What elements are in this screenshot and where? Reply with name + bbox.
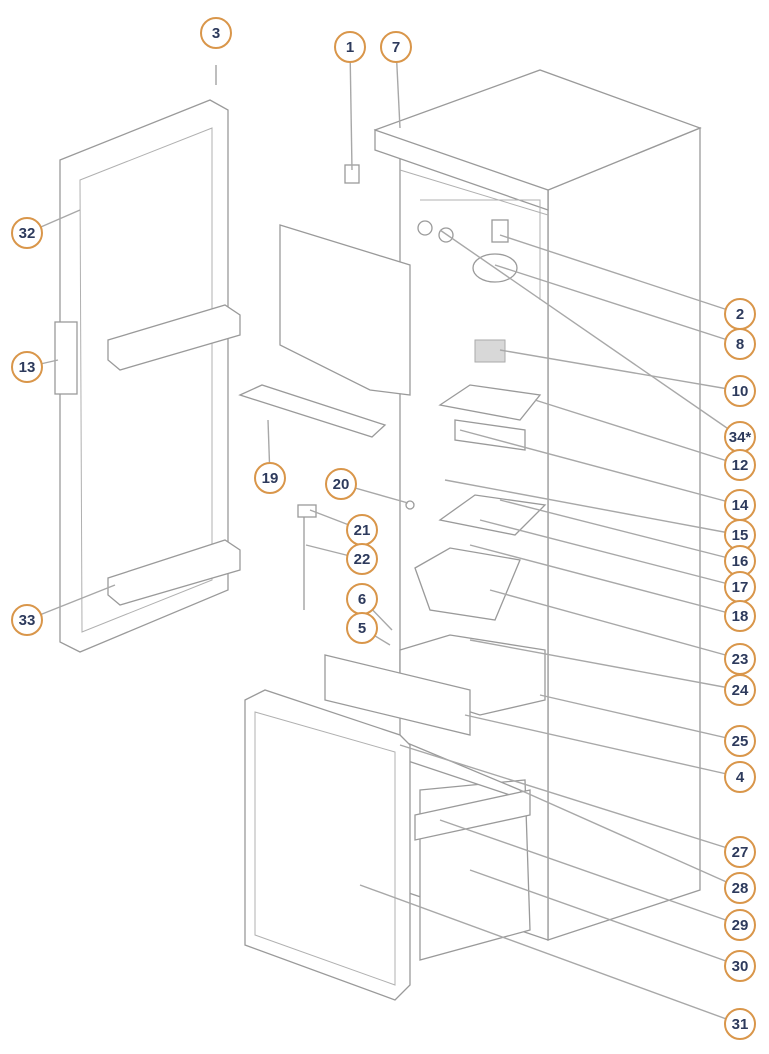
leader-line [489,589,741,660]
leader-line [469,544,741,617]
door [54,65,241,653]
leader-line [349,46,353,171]
leader-line [469,869,741,967]
part-callout-5: 5 [346,612,378,644]
part-callout-34-star: 34* [724,421,756,453]
small-parts [297,164,415,610]
part-callout-14: 14 [724,489,756,521]
part-callout-19: 19 [254,462,286,494]
leader-line [494,264,741,345]
leader-line [439,819,741,926]
part-callout-20: 20 [325,468,357,500]
leader-line [534,399,741,466]
part-callout-25: 25 [724,725,756,757]
leader-line [469,639,741,691]
leader-line [459,429,741,506]
part-callout-10: 10 [724,375,756,407]
part-callout-27: 27 [724,836,756,868]
part-callout-3: 3 [200,17,232,49]
part-callout-12: 12 [724,449,756,481]
leader-line [539,694,741,742]
part-callout-30: 30 [724,950,756,982]
part-callout-17: 17 [724,571,756,603]
leader-line [479,519,741,588]
leader-line [499,499,741,562]
leader-line [499,234,741,315]
shelves [238,224,547,736]
part-callout-28: 28 [724,872,756,904]
part-callout-2: 2 [724,298,756,330]
part-callout-7: 7 [380,31,412,63]
leader-line [439,229,741,438]
leader-line [399,744,741,853]
part-callout-13: 13 [11,351,43,383]
leader-line [499,349,741,392]
part-callout-4: 4 [724,761,756,793]
part-callout-24: 24 [724,674,756,706]
leader-line [464,714,741,778]
freezer-drawer [244,689,531,1001]
leader-line [359,884,741,1025]
part-callout-33: 33 [11,604,43,636]
part-callout-23: 23 [724,643,756,675]
part-callout-21: 21 [346,514,378,546]
leader-line [444,479,741,536]
part-callout-31: 31 [724,1008,756,1040]
part-callout-32: 32 [11,217,43,249]
part-callout-29: 29 [724,909,756,941]
part-callout-8: 8 [724,328,756,360]
part-callout-22: 22 [346,543,378,575]
part-callout-6: 6 [346,583,378,615]
part-callout-18: 18 [724,600,756,632]
part-callout-1: 1 [334,31,366,63]
leader-line [519,789,741,889]
part-callout-15: 15 [724,519,756,551]
